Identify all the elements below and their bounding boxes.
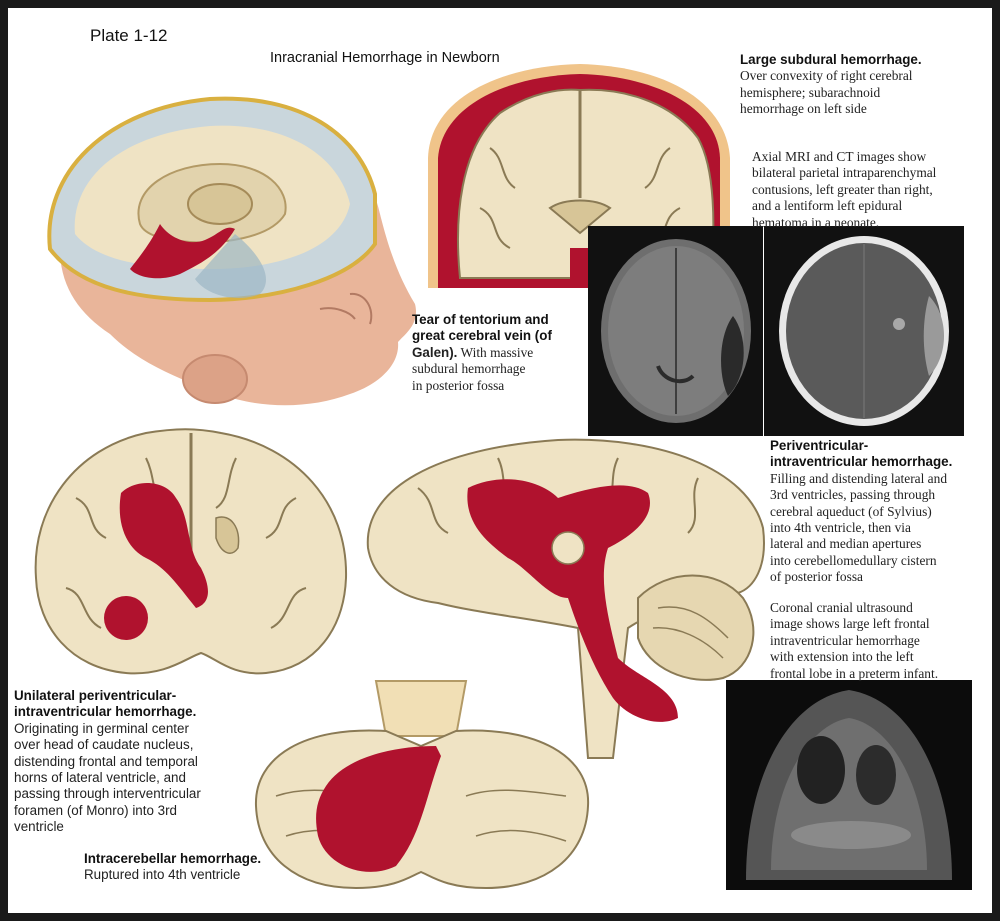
caption-tentorium-heading-3: Galen). — [412, 344, 458, 360]
caption-line: cerebral aqueduct (of Sylvius) — [770, 503, 932, 519]
caption-line: hemorrhage on left side — [740, 101, 867, 117]
infant-head-illustration — [20, 64, 420, 414]
caption-line: of posterior fossa — [770, 569, 863, 585]
caption-intracerebellar-heading: Intracerebellar hemorrhage. — [84, 851, 262, 866]
caption-line: Axial MRI and CT images show — [752, 149, 927, 164]
intracerebellar-illustration — [246, 676, 596, 898]
caption-line: foramen (of Monro) into 3rd — [14, 802, 177, 818]
plate-label: Plate 1-12 — [90, 26, 168, 45]
caption-line: Coronal cranial ultrasound — [770, 600, 913, 615]
caption-periventricular-heading-1: Periventricular- — [770, 438, 869, 453]
caption-intracerebellar: Intracerebellar hemorrhage. Ruptured int… — [84, 851, 261, 884]
caption-line: Filling and distending lateral and — [770, 470, 948, 486]
caption-line: in posterior fossa — [412, 377, 505, 393]
caption-line: hemisphere; subarachnoid — [740, 84, 881, 100]
caption-unilateral-heading-1: Unilateral periventricular- — [14, 688, 177, 703]
caption-mri-ct: Axial MRI and CT images show bilateral p… — [752, 149, 936, 231]
caption-line: lateral and median apertures — [770, 536, 922, 552]
caption-line: horns of lateral ventricle, and — [14, 770, 186, 786]
caption-subdural-heading: Large subdural hemorrhage. — [740, 52, 922, 67]
caption-subdural: Large subdural hemorrhage. Over convexit… — [740, 52, 922, 118]
caption-line: into cerebellomedullary cistern — [770, 552, 937, 568]
caption-line: contusions, left greater than right, — [752, 181, 933, 197]
axial-mri-image — [588, 226, 763, 436]
unilateral-coronal-illustration — [26, 418, 356, 688]
caption-line: Originating in germinal center — [14, 720, 189, 736]
caption-line: With massive — [460, 344, 534, 360]
caption-line: bilateral parietal intraparenchymal — [752, 165, 937, 181]
caption-line: over head of caudate nucleus, — [14, 737, 194, 753]
caption-line: frontal lobe in a preterm infant. — [770, 665, 939, 681]
caption-tentorium-heading-2: great cerebral vein (of — [412, 328, 552, 344]
caption-line: into 4th ventricle, then via — [770, 520, 911, 536]
axial-ct-image — [764, 226, 964, 436]
caption-line: and a lentiform left epidural — [752, 198, 903, 214]
caption-line: subdural hemorrhage — [412, 361, 526, 377]
caption-line: image shows large left frontal — [770, 616, 930, 632]
caption-tentorium: Tear of tentorium and great cerebral vei… — [412, 312, 552, 394]
plate-page: Plate 1-12 Inracranial Hemorrhage in New… — [8, 8, 992, 913]
caption-tentorium-heading-1: Tear of tentorium and — [412, 312, 549, 327]
caption-unilateral-heading-2: intraventricular hemorrhage. — [14, 704, 197, 720]
caption-unilateral: Unilateral periventricular- intraventric… — [14, 688, 201, 836]
caption-line: Over convexity of right cerebral — [740, 68, 913, 84]
caption-line: Ruptured into 4th ventricle — [84, 867, 241, 883]
caption-periventricular-heading-2: intraventricular hemorrhage. — [770, 454, 953, 470]
caption-ultrasound: Coronal cranial ultrasound image shows l… — [770, 600, 938, 682]
caption-line: distending frontal and temporal — [14, 753, 198, 769]
caption-line: hematoma in a neonate. — [752, 214, 880, 230]
caption-line: intraventricular hemorrhage — [770, 632, 920, 648]
plate-title: Inracranial Hemorrhage in Newborn — [270, 50, 500, 66]
caption-periventricular: Periventricular- intraventricular hemorr… — [770, 438, 952, 586]
caption-line: ventricle — [14, 819, 64, 835]
sagittal-intraventricular-illustration — [358, 428, 768, 768]
caption-line: with extension into the left — [770, 649, 914, 665]
coronal-ultrasound-image — [726, 680, 972, 890]
caption-line: 3rd ventricles, passing through — [770, 487, 936, 503]
caption-line: passing through interventricular — [14, 786, 201, 802]
